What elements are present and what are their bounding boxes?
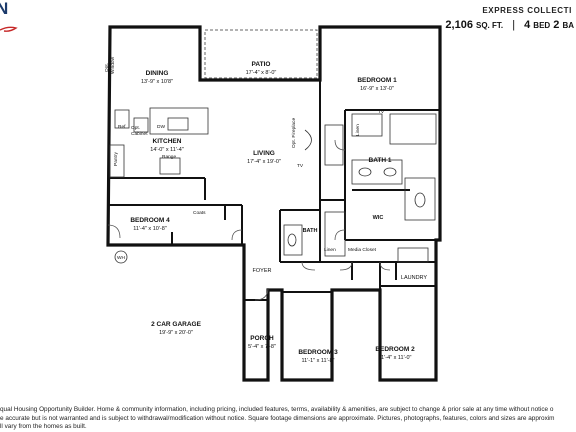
room-labels: DINING 13'-9" x 10'8" PATIO 17'-4" x 8'-…	[130, 61, 415, 364]
water-heater-icon	[114, 250, 128, 264]
disclaimer-line-1: qual Housing Opportunity Builder. Home &…	[0, 406, 554, 414]
foyer-label: FOYER	[253, 268, 272, 274]
opt-window-label-1: Opt.	[104, 63, 110, 72]
home-stats: 2,106 SQ. FT. | 4 BED 2 BA	[445, 19, 574, 31]
room-dims-bedroom2: 11'-4" x 11'-0"	[378, 355, 411, 361]
room-dims-garage: 19'-9" x 20'-0"	[159, 330, 193, 336]
disclaimer-line-2: e accurate but is not warranted and is s…	[0, 414, 555, 422]
room-name-bedroom3: BEDROOM 3	[298, 349, 338, 356]
bath-label: BATH	[303, 228, 318, 234]
interior-walls	[108, 80, 440, 301]
linen-bath1-label: Linen	[355, 124, 361, 136]
room-name-living: LIVING	[253, 150, 275, 157]
media-closet-label: Media Closet	[348, 247, 377, 253]
room-dims-bedroom3: 11'-1" x 11'-8"	[301, 358, 334, 364]
opt-window-label-2: Window	[110, 56, 116, 74]
collection-title: EXPRESS COLLECTI	[482, 6, 572, 15]
room-name-bedroom2: BEDROOM 2	[375, 346, 415, 353]
logo-letter: N	[0, 0, 8, 18]
tv-bed1-label: TV	[378, 109, 385, 115]
room-name-dining: DINING	[146, 70, 169, 77]
disclaimer: qual Housing Opportunity Builder. Home &…	[0, 406, 576, 432]
sqft-value: 2,106	[445, 19, 473, 31]
beds-unit: BED	[533, 21, 551, 30]
room-name-kitchen: KITCHEN	[153, 138, 182, 145]
baths-value: 2	[553, 19, 560, 31]
wh-label: WH	[117, 255, 126, 261]
beds-value: 4	[524, 19, 531, 31]
door-swings	[107, 139, 391, 301]
feature-labels: Opt. Window Ref Opt. Cabinet DW Range Pa…	[104, 56, 427, 281]
laundry-label: LAUNDRY	[401, 275, 428, 281]
sqft-unit: SQ. FT.	[476, 21, 504, 30]
opt-fireplace-label: Opt. Fireplace	[291, 118, 297, 148]
dw-label: DW	[157, 124, 165, 130]
room-name-patio: PATIO	[252, 61, 271, 68]
fixtures	[109, 107, 437, 263]
room-name-garage: 2 CAR GARAGE	[151, 321, 202, 328]
opt-cabinet-label-1: Opt.	[131, 125, 140, 131]
wic-label: WIC	[373, 215, 384, 221]
range-label: Range	[162, 154, 176, 160]
room-name-porch: PORCH	[250, 335, 274, 342]
builder-logo: N	[0, 0, 18, 32]
tv-living-label: TV	[297, 163, 304, 169]
baths-unit: BA	[562, 21, 574, 30]
room-dims-bedroom1: 16'-9" x 13'-0"	[360, 86, 394, 92]
disclaimer-line-3: ll vary from the homes as built.	[0, 423, 87, 431]
room-dims-living: 17'-4" x 19'-0"	[247, 159, 281, 165]
coats-label: Coats	[193, 210, 206, 216]
room-dims-dining: 13'-9" x 10'8"	[141, 79, 173, 85]
bath1-label: BATH 1	[369, 157, 392, 164]
room-dims-porch: 5'-4" x 7'-8"	[248, 344, 276, 350]
room-dims-bedroom4: 11'-4" x 10'-8"	[133, 226, 166, 232]
linen-hall-label: Linen	[324, 247, 336, 253]
pantry-label: Pantry	[113, 152, 119, 166]
room-name-bedroom4: BEDROOM 4	[130, 217, 170, 224]
patio-outline	[204, 29, 318, 79]
stats-divider: |	[512, 19, 516, 31]
room-name-bedroom1: BEDROOM 1	[357, 77, 397, 84]
ref-label: Ref	[118, 124, 126, 130]
logo-script-swash	[0, 26, 18, 32]
room-dims-kitchen: 14'-0" x 11'-4"	[150, 147, 183, 153]
opt-cabinet-label-2: Cabinet	[131, 131, 148, 137]
room-dims-patio: 17'-4" x 8'-0"	[246, 70, 277, 76]
